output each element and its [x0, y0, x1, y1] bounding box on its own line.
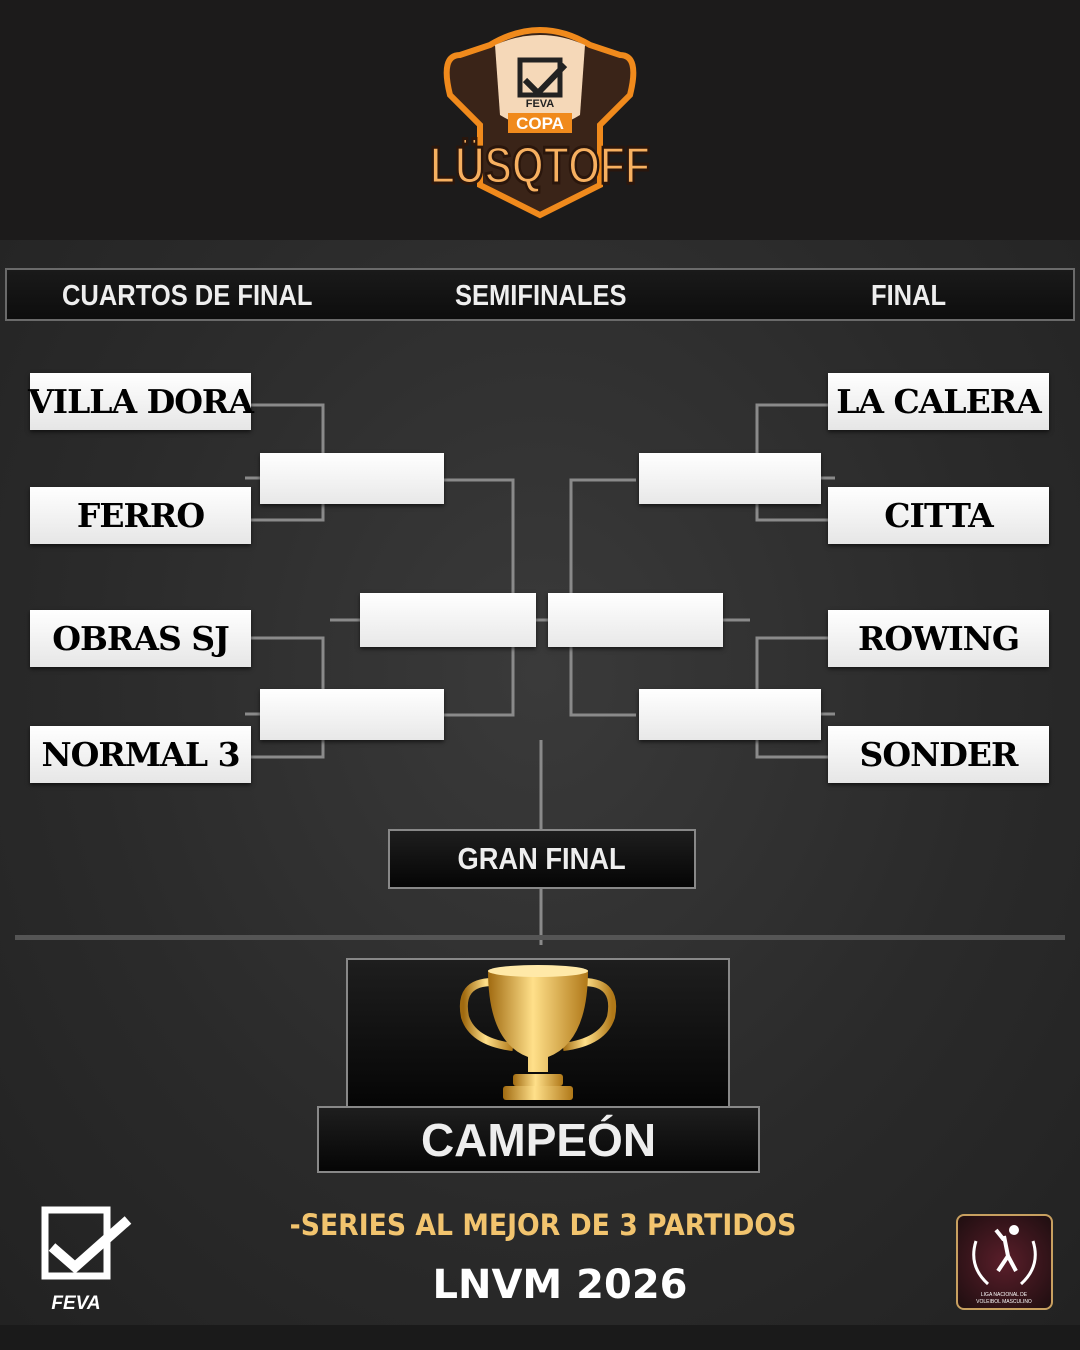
- trophy-box: [346, 958, 730, 1108]
- semifinal-winner-slot-left: [360, 593, 536, 647]
- svg-text:FEVA: FEVA: [51, 1293, 100, 1314]
- champion-label: CAMPEÓN: [317, 1106, 760, 1173]
- team-rowing: ROWING: [828, 610, 1049, 667]
- team-villa-dora: VILLA DORA: [28, 373, 254, 430]
- qf-winner-slot-2: [260, 689, 444, 740]
- edition-title: LNVM 2026: [432, 1262, 688, 1308]
- gran-final-label: GRAN FINAL: [388, 829, 696, 889]
- series-note: -SERIES AL MEJOR DE 3 PARTIDOS: [289, 1208, 797, 1242]
- divider: [15, 935, 1065, 940]
- team-obras-sj: OBRAS SJ: [30, 610, 251, 667]
- header-quarterfinals: CUARTOS DE FINAL: [62, 280, 313, 312]
- qf-winner-slot-3: [639, 453, 821, 504]
- svg-text:VOLEIBOL MASCULINO: VOLEIBOL MASCULINO: [976, 1299, 1032, 1305]
- copa-lusqtoff-logo: FEVA COPA LÜSQTOFF: [429, 27, 652, 219]
- semifinal-winner-slot-right: [548, 593, 723, 647]
- qf-winner-slot-1: [260, 453, 444, 504]
- svg-text:LIGA NACIONAL DE: LIGA NACIONAL DE: [981, 1292, 1028, 1298]
- team-sonder: SONDER: [828, 726, 1049, 783]
- team-normal-3: NORMAL 3: [30, 726, 251, 783]
- lnvm-logo: LIGA NACIONAL DE VOLEIBOL MASCULINO: [956, 1214, 1053, 1310]
- header-final: FINAL: [871, 280, 947, 312]
- svg-text:COPA: COPA: [516, 114, 564, 133]
- team-la-calera: LA CALERA: [828, 373, 1049, 430]
- svg-text:LÜSQTOFF: LÜSQTOFF: [430, 137, 650, 195]
- team-citta: CITTA: [828, 487, 1049, 544]
- qf-winner-slot-4: [639, 689, 821, 740]
- svg-text:FEVA: FEVA: [526, 98, 555, 110]
- round-header-bar: CUARTOS DE FINAL SEMIFINALES FINAL: [5, 268, 1075, 321]
- trophy-icon: [459, 964, 617, 1100]
- team-ferro: FERRO: [30, 487, 251, 544]
- header-semifinals: SEMIFINALES: [455, 280, 627, 312]
- feva-logo: FEVA: [41, 1206, 132, 1314]
